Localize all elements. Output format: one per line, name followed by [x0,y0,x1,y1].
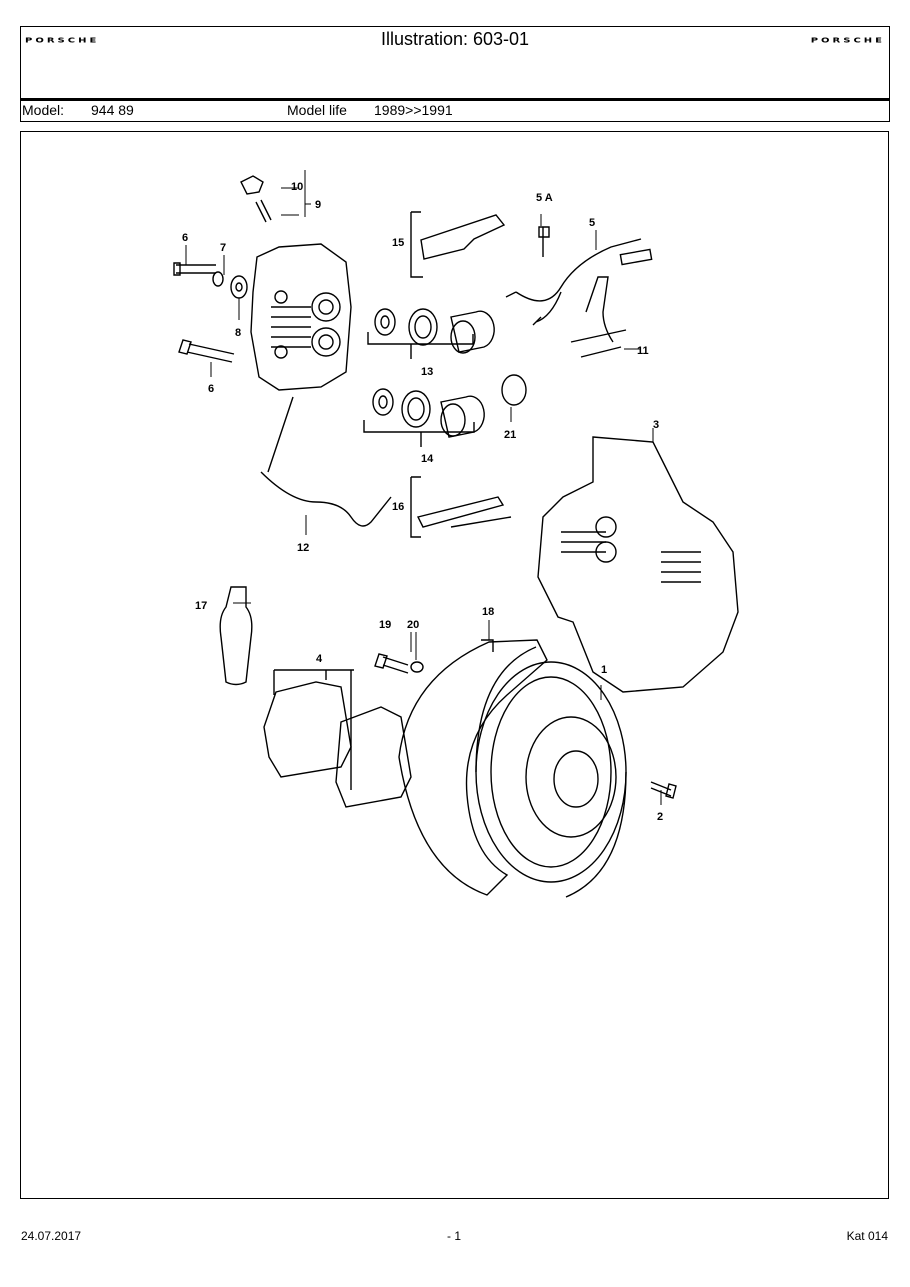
bolt-6-upper [173,262,216,276]
brake-exploded-diagram: 10 9 6 7 8 6 13 14 15 16 5 A 5 11 21 3 1… [173,170,739,898]
footer-page-number: - 1 [447,1229,462,1243]
brake-pads-4-drawing [263,681,412,808]
callout-9: 9 [315,199,321,211]
wear-sensor-5-drawing [505,238,642,326]
callout-5: 5 [589,217,595,229]
callout-7: 7 [220,242,226,254]
callout-11: 11 [637,345,649,357]
callout-16: 16 [392,501,404,513]
brake-disc-1-outer [475,661,627,883]
callout-3: 3 [653,419,659,431]
bolt-6-lower [178,339,235,363]
callout-10: 10 [291,181,303,193]
model-life-value: 1989>>1991 [374,102,453,118]
callout-21: 21 [504,429,516,441]
model-bar: Model: 944 89 Model life 1989>>1991 [20,101,890,122]
grease-tube-17-drawing [219,586,253,686]
callout-4: 4 [316,653,323,665]
callout-14: 14 [421,453,434,465]
callout-20: 20 [407,619,419,631]
model-life-label: Model life [287,102,347,118]
callout-19: 19 [379,619,391,631]
brake-line-12-drawing [260,396,392,527]
callout-6-lower: 6 [208,383,214,395]
callout-2: 2 [657,811,663,823]
footer-catalog: Kat 014 [846,1229,888,1243]
callout-5a: 5 A [536,192,553,204]
callout-12: 12 [297,542,309,554]
model-label: Model: [22,102,65,118]
callout-17: 17 [195,600,207,612]
page-header: PORSCHE Illustration: 603-01 PORSCHE [20,26,890,99]
illustration-frame: 10 9 6 7 8 6 13 14 15 16 5 A 5 11 21 3 1… [20,131,889,1199]
callout-8: 8 [235,327,241,339]
callout-18: 18 [482,606,494,618]
callout-6-upper: 6 [182,232,188,244]
caliper-left-drawing [250,243,352,391]
callout-13: 13 [421,366,433,378]
header-rule [20,98,890,101]
page-title: Illustration: 603-01 [380,29,530,49]
dust-shield-18-drawing [398,639,548,896]
brand-logo-right: PORSCHE [810,37,885,45]
brand-logo-left: PORSCHE [25,37,100,45]
callout-15: 15 [392,237,404,249]
model-value: 944 89 [91,102,134,118]
footer-date: 24.07.2017 [21,1229,82,1243]
caliper-3-drawing [537,436,739,693]
callout-1: 1 [601,664,607,676]
